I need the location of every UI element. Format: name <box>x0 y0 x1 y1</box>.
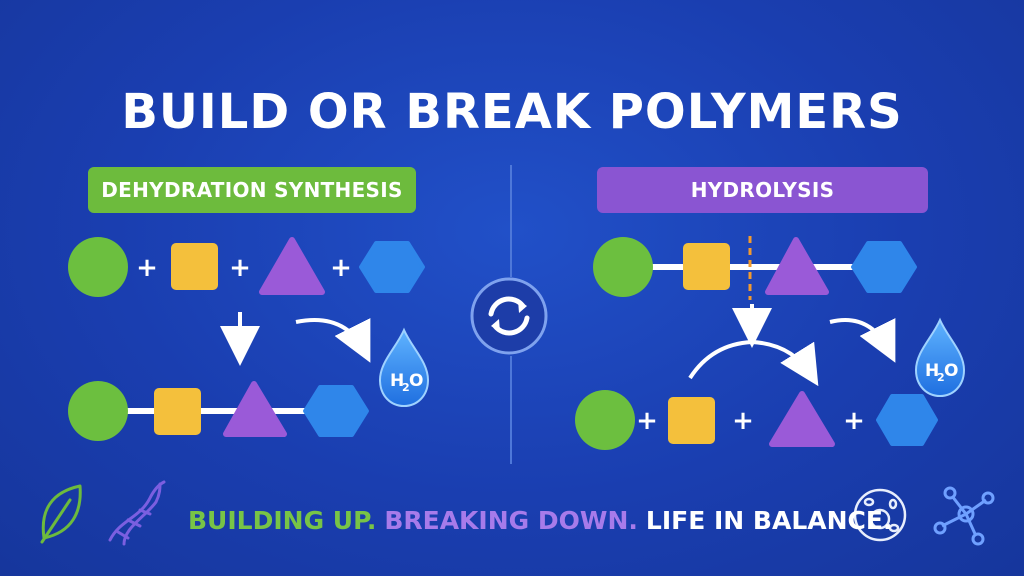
curved-arrow <box>295 318 371 363</box>
dehydration-synthesis-banner: DEHYDRATION SYNTHESIS <box>88 167 416 213</box>
tagline-part-3: LIFE IN BALANCE. <box>645 505 893 535</box>
tagline-part-1: BUILDING UP. <box>188 505 377 535</box>
plus-sign: + <box>843 406 865 436</box>
page-title: BUILD OR BREAK POLYMERS <box>121 84 903 140</box>
monomer-hexagon <box>851 241 917 293</box>
cycle-arrows-icon <box>470 277 548 355</box>
curved-arrow <box>829 318 896 363</box>
monomer-square <box>683 243 730 290</box>
water-label-o: O <box>944 361 958 381</box>
divider-top <box>510 165 512 277</box>
monomer-hexagon <box>303 385 369 437</box>
plus-sign: + <box>136 253 158 283</box>
left-monomers-row: + + + <box>68 237 425 297</box>
monomer-hexagon <box>876 394 938 446</box>
tagline: BUILDING UP. BREAKING DOWN. LIFE IN BALA… <box>188 500 892 540</box>
left-polymer-chain <box>68 381 369 441</box>
divider-bottom <box>510 356 512 464</box>
plus-sign: + <box>636 406 658 436</box>
monomer-triangle <box>259 237 325 295</box>
right-monomers-row: + + + <box>575 390 938 450</box>
water-label-h: H <box>390 371 404 391</box>
water-drop-icon: H 2 O <box>378 327 430 408</box>
right-polymer-chain <box>593 236 917 300</box>
water-label-sub: 2 <box>937 371 945 384</box>
curved-arrow <box>688 339 819 387</box>
molecule-icon <box>933 486 995 546</box>
water-drop-icon: H 2 O <box>914 317 966 398</box>
monomer-square <box>154 388 201 435</box>
plus-sign: + <box>229 253 251 283</box>
hydrolysis-banner: HYDROLYSIS <box>597 167 928 213</box>
cell-icon <box>853 488 907 542</box>
monomer-square <box>171 243 218 290</box>
monomer-square <box>668 397 715 444</box>
water-label-o: O <box>409 371 423 391</box>
water-label-h: H <box>925 361 939 381</box>
monomer-triangle <box>765 237 829 295</box>
tagline-part-2: BREAKING DOWN. <box>384 505 638 535</box>
monomer-circle <box>68 237 128 297</box>
monomer-circle <box>593 237 653 297</box>
monomer-hexagon <box>359 241 425 293</box>
monomer-circle <box>68 381 128 441</box>
monomer-triangle <box>223 381 287 437</box>
leaf-icon <box>40 484 82 544</box>
dna-icon <box>108 480 166 546</box>
plus-sign: + <box>330 253 352 283</box>
monomer-triangle <box>769 391 835 447</box>
monomer-circle <box>575 390 635 450</box>
plus-sign: + <box>732 406 754 436</box>
water-label-sub: 2 <box>402 381 410 394</box>
